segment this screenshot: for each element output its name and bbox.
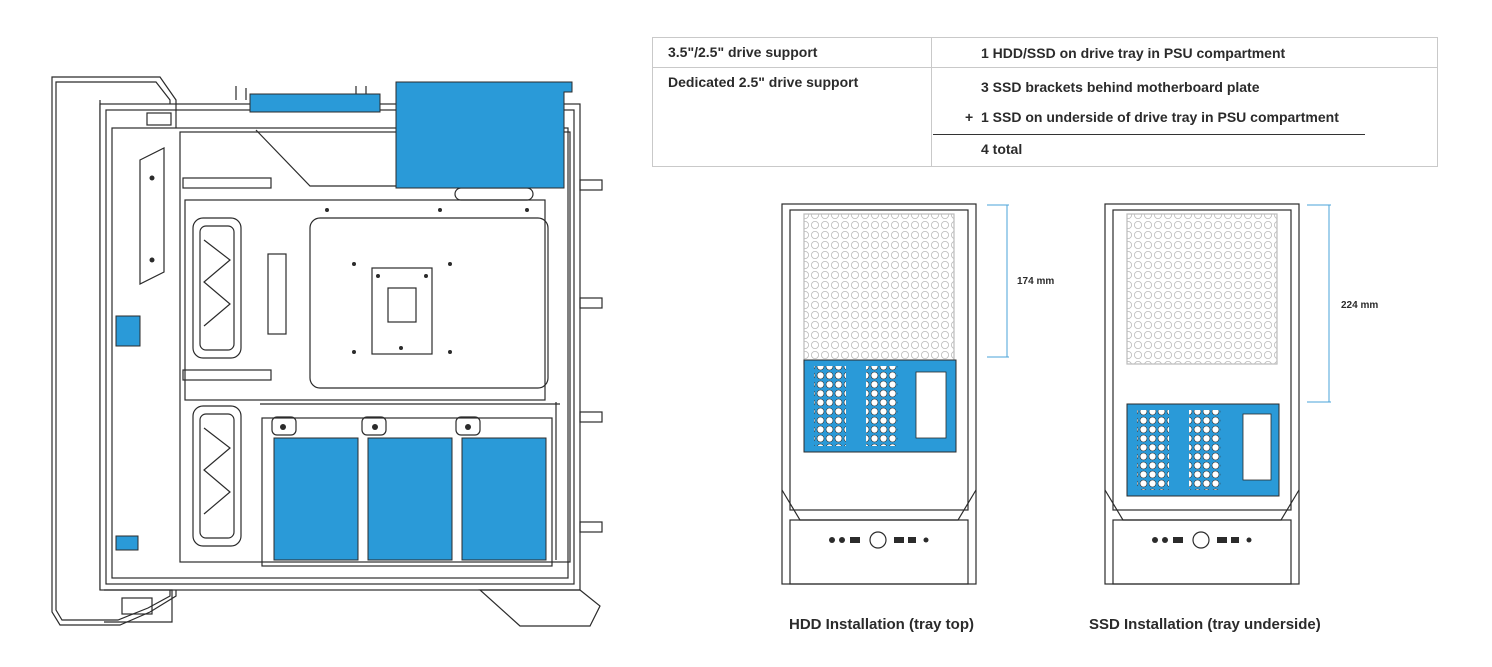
row-2-value-1: 3 SSD brackets behind motherboard plate xyxy=(981,79,1260,95)
row-1-label: 3.5"/2.5" drive support xyxy=(668,44,818,60)
plus-sign: + xyxy=(965,109,974,125)
ssd-installation-diagram xyxy=(1104,203,1300,585)
hdd-caption: HDD Installation (tray top) xyxy=(789,616,975,633)
row-divider xyxy=(653,67,1437,68)
column-divider xyxy=(931,38,932,166)
row-2-label: Dedicated 2.5" drive support xyxy=(668,74,859,90)
drive-support-table: 3.5"/2.5" drive support 1 HDD/SSD on dri… xyxy=(652,37,1438,167)
hdd-dimension-label: 174 mm xyxy=(1017,276,1055,287)
row-1-value: 1 HDD/SSD on drive tray in PSU compartme… xyxy=(981,45,1286,61)
total-value: 4 total xyxy=(981,141,1023,157)
hdd-installation-diagram xyxy=(781,203,977,585)
row-2-value-2: 1 SSD on underside of drive tray in PSU … xyxy=(981,109,1339,125)
hdd-dimension-line xyxy=(987,204,1009,358)
case-side-view xyxy=(51,76,603,627)
sum-line xyxy=(933,134,1365,135)
ssd-dimension-label: 224 mm xyxy=(1341,300,1379,311)
ssd-caption: SSD Installation (tray underside) xyxy=(1089,616,1321,633)
ssd-dimension-line xyxy=(1307,204,1331,403)
